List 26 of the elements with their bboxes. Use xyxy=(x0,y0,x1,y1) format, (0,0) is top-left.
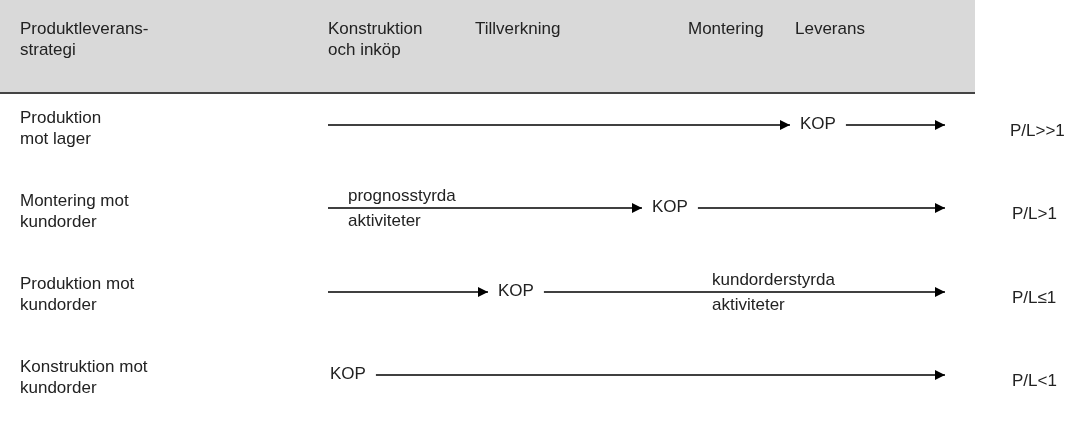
strategy-header: Produktleverans- strategi xyxy=(20,18,150,60)
edge-label: kundorderstyrda aktiviteter xyxy=(712,269,836,316)
strategy-name: Konstruktion mot kundorder xyxy=(20,356,149,398)
ratio-label: P/L>>1 xyxy=(1010,120,1065,141)
phase-header: Montering xyxy=(688,18,764,39)
arrow xyxy=(543,287,946,297)
phase-header: Leverans xyxy=(795,18,865,39)
strategy-name: Montering mot kundorder xyxy=(20,190,130,232)
arrow xyxy=(697,203,946,213)
decoupling-point-label: KOP xyxy=(800,113,836,134)
edge-label: prognosstyrda aktiviteter xyxy=(348,185,457,232)
decoupling-point-label: KOP xyxy=(330,363,366,384)
arrow xyxy=(375,370,946,380)
ratio-label: P/L<1 xyxy=(1012,370,1057,391)
ratio-label: P/L≤1 xyxy=(1012,287,1057,308)
phase-header: Tillverkning xyxy=(475,18,561,39)
strategy-name: Produktion mot kundorder xyxy=(20,273,136,315)
arrow xyxy=(327,287,489,297)
arrow xyxy=(327,203,643,213)
arrow xyxy=(845,120,946,130)
arrow xyxy=(327,120,791,130)
ratio-label: P/L>1 xyxy=(1012,203,1057,224)
decoupling-point-label: KOP xyxy=(652,196,688,217)
decoupling-point-label: KOP xyxy=(498,280,534,301)
phase-header: Konstruktion och inköp xyxy=(328,18,424,60)
strategy-name: Produktion mot lager xyxy=(20,107,103,149)
